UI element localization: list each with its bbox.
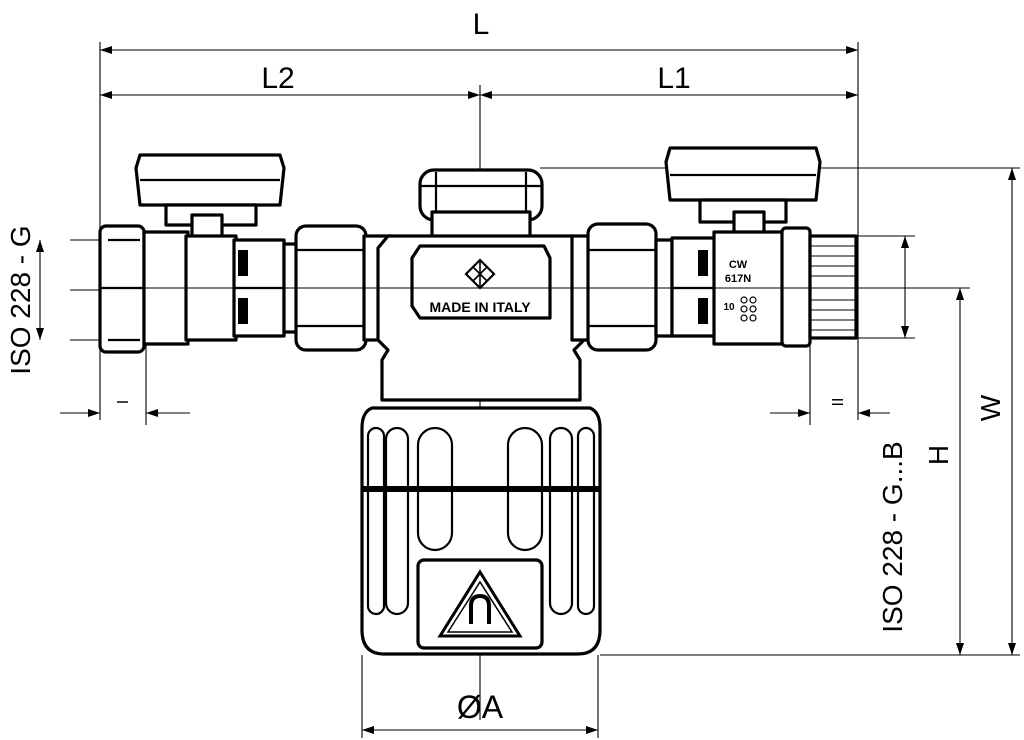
valve-code-line2: 617N [725,273,751,285]
right-inlet-shadow-top [698,250,708,276]
bowl-band [362,486,600,492]
left-stem [190,213,224,239]
right-inlet-shadow-bottom [698,298,708,324]
bowl-rib-6 [576,426,596,616]
valve-code-line1: CW [729,259,748,271]
right-union-nut [570,222,674,352]
left-outlet-shadow-bottom [238,298,248,324]
filter-bowl [360,406,602,656]
label-L1: L1 [657,62,690,95]
left-outlet-shadow-top [238,250,248,276]
right-male-thread [808,234,858,340]
label-engage-right: II [830,398,847,407]
valve-size-marking: 10 [723,302,735,313]
dimension-labels: L L2 L1 ØA ISO 228 - G ISO 228 - G...B H… [5,8,1006,725]
top-neck [430,210,532,240]
label-engage-left: I [115,400,132,404]
left-ball-valve [98,153,300,354]
made-in-marking: MADE IN ITALY [429,299,531,315]
label-H: H [923,445,954,465]
label-L: L [473,8,490,41]
thread-pitch-lines [810,245,856,331]
bowl-rib-5 [548,426,574,616]
label-thread-right: ISO 228 - G...B [877,441,908,632]
label-A: ØA [457,689,504,725]
filter-head: MADE IN ITALY [376,168,586,402]
bowl-rib-2 [384,426,410,616]
label-W: W [975,394,1006,421]
label-thread-left: ISO 228 - G [5,225,36,374]
label-L2: L2 [261,62,294,95]
bowl-rib-1 [366,426,386,616]
dot-pattern-icon [740,296,757,322]
right-hex-collar [780,226,812,348]
right-union-body [586,222,658,352]
right-ball-valve: CW 617N 10 [664,146,858,348]
magnet-warning-icon [437,569,523,638]
